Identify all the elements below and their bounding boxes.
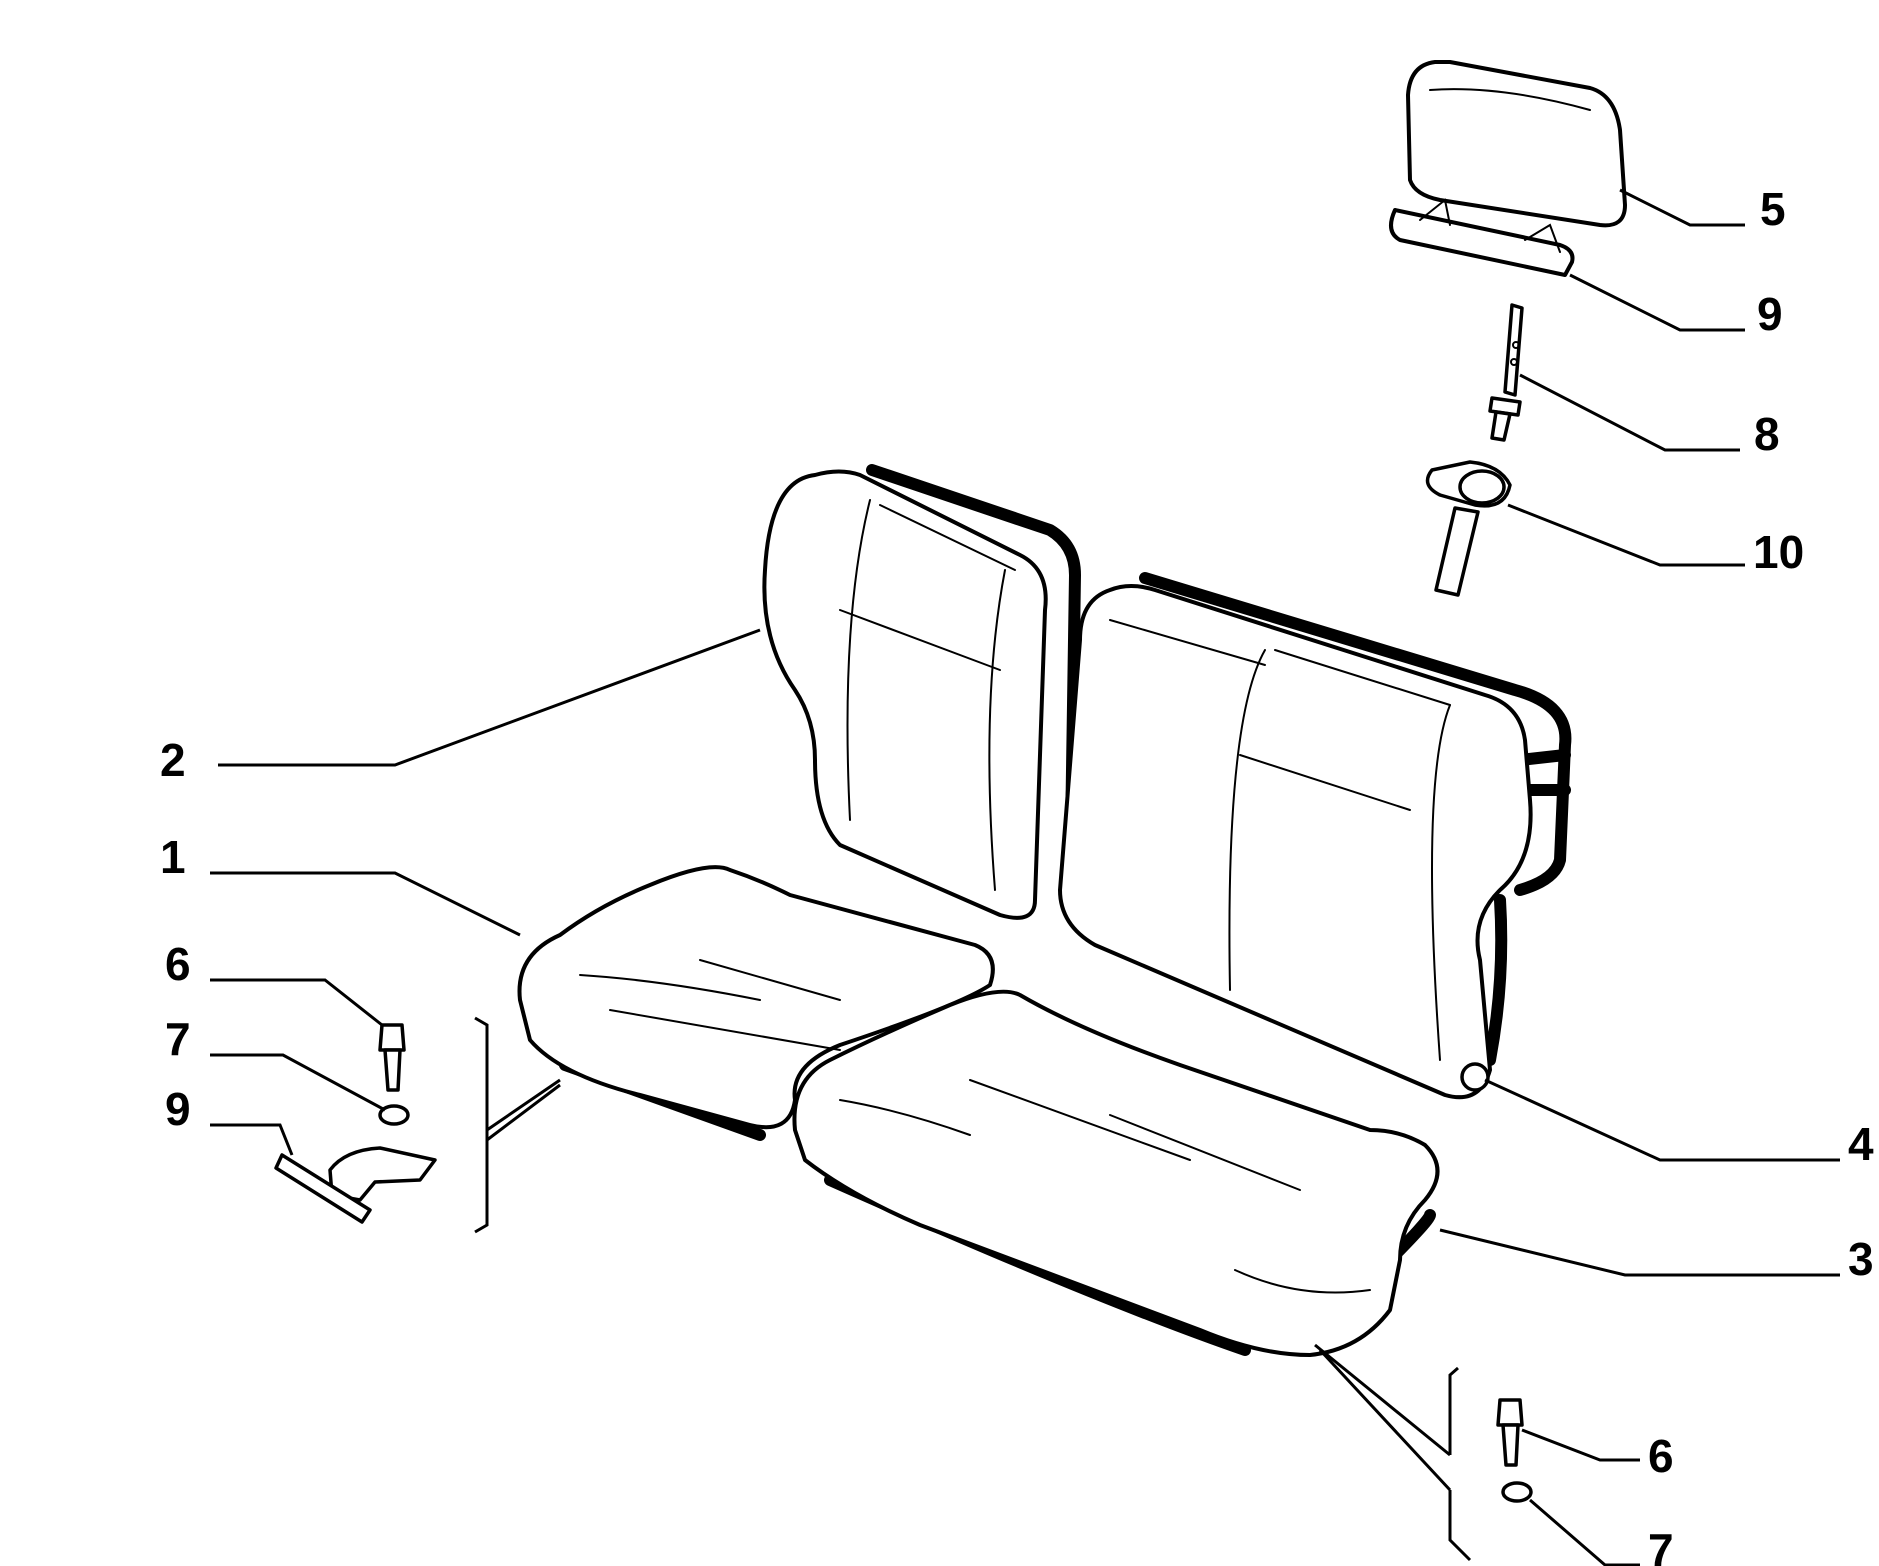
callout-6-left: 6 xyxy=(165,938,191,990)
callout-9-left: 9 xyxy=(165,1083,191,1135)
callout-4: 4 xyxy=(1848,1118,1874,1170)
headrest xyxy=(1406,60,1627,228)
right-backrest xyxy=(1058,572,1572,1100)
callout-8: 8 xyxy=(1754,408,1780,460)
hardware-left xyxy=(274,1023,437,1224)
headrest-socket xyxy=(1425,460,1512,597)
callout-2: 2 xyxy=(160,734,186,786)
callout-9-guide: 9 xyxy=(1757,288,1783,340)
callout-1: 1 xyxy=(160,831,186,883)
group-brackets xyxy=(474,1016,1472,1562)
left-seat-cushion xyxy=(517,865,995,1141)
leader-lines xyxy=(210,188,1840,1566)
callout-5: 5 xyxy=(1760,183,1786,235)
headrest-rod xyxy=(1488,303,1524,442)
callout-10: 10 xyxy=(1753,526,1804,578)
callout-7-right: 7 xyxy=(1648,1524,1674,1566)
callout-3: 3 xyxy=(1848,1233,1874,1285)
headrest-guide xyxy=(1389,198,1575,277)
callout-labels: 5 9 8 10 2 1 6 7 9 4 3 6 7 xyxy=(160,183,1874,1566)
callout-7-left: 7 xyxy=(165,1013,191,1065)
hardware-right xyxy=(1496,1398,1533,1503)
callout-6-right: 6 xyxy=(1648,1430,1674,1482)
left-backrest xyxy=(762,464,1081,920)
right-seat-cushion xyxy=(792,989,1440,1357)
